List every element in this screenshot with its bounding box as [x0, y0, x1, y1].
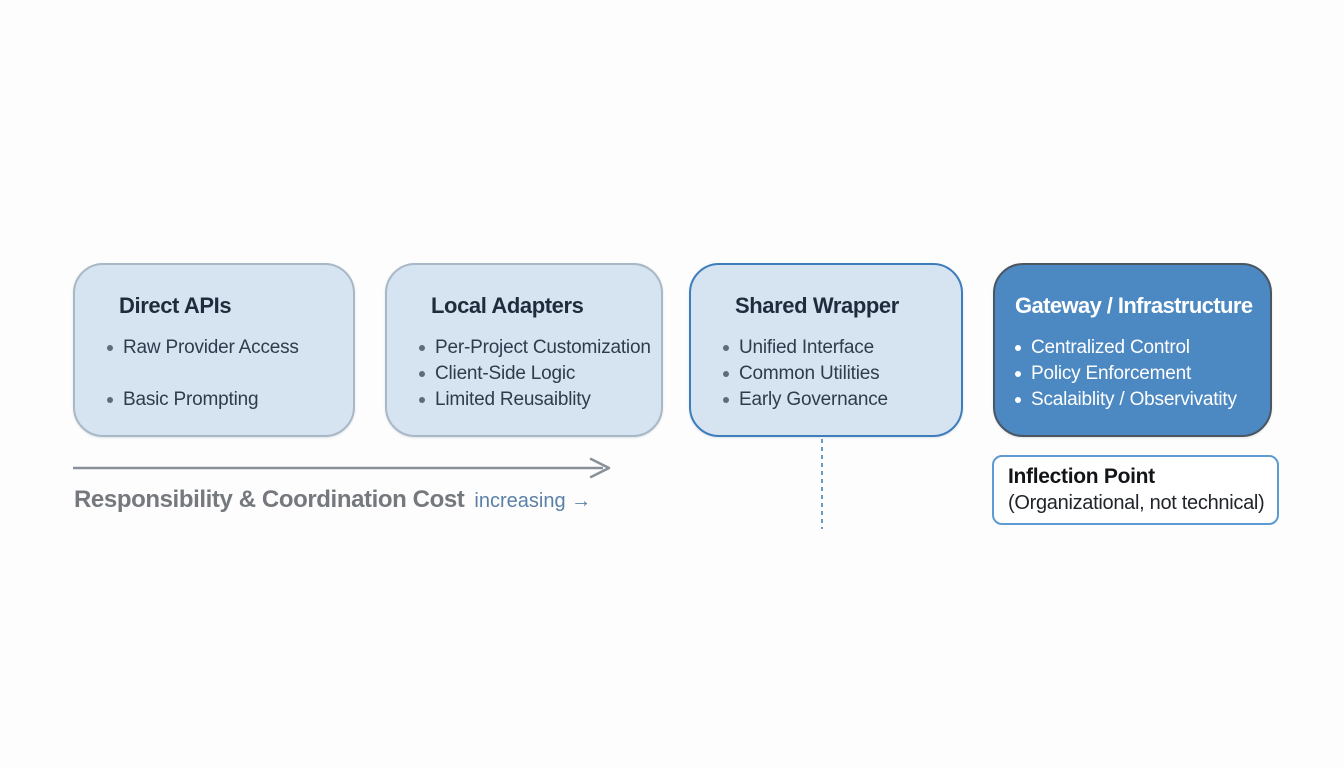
cost-axis-label: Responsibility & Coordination Cost: [74, 486, 465, 513]
stage-bullet: Common Utilities: [723, 361, 943, 387]
stage-card-gateway-infrastructure: Gateway / Infrastructure Centralized Con…: [993, 263, 1272, 437]
stage-bullet: Per-Project Customization: [419, 335, 651, 361]
cost-axis-arrow-icon: [73, 457, 611, 479]
stage-bullet: Client-Side Logic: [419, 361, 643, 387]
stage-bullet-list: Raw Provider Access Basic Prompting: [107, 335, 335, 413]
stage-bullet: Scalaiblity / Observivatity: [1015, 387, 1252, 413]
inflection-callout: Inflection Point (Organizational, not te…: [992, 455, 1279, 525]
stage-title: Local Adapters: [431, 293, 584, 318]
stage-bullet: Unified Interface: [723, 335, 943, 361]
inflection-subtitle: (Organizational, not technical): [1008, 492, 1265, 514]
stage-title: Gateway / Infrastructure: [1015, 293, 1253, 318]
stage-bullet: Policy Enforcement: [1015, 361, 1252, 387]
cost-axis-caption: Responsibility & Coordination Cost incre…: [74, 486, 591, 514]
stage-bullet-list: Centralized Control Policy Enforcement S…: [1015, 335, 1252, 413]
dashed-connector: [821, 439, 823, 529]
stage-bullet: Centralized Control: [1015, 335, 1252, 361]
stage-title: Direct APIs: [119, 293, 232, 318]
stage-title: Shared Wrapper: [735, 293, 899, 318]
stage-bullet-list: Per-Project Customization Client-Side Lo…: [419, 335, 651, 413]
stage-bullet-list: Unified Interface Common Utilities Early…: [723, 335, 943, 413]
stage-card-local-adapters: Local Adapters Per-Project Customization…: [385, 263, 663, 437]
inflection-title: Inflection Point: [1008, 465, 1155, 488]
cost-axis-increasing-label: increasing →: [474, 490, 592, 512]
stage-card-shared-wrapper: Shared Wrapper Unified Interface Common …: [689, 263, 963, 437]
stage-card-direct-apis: Direct APIs Raw Provider Access Basic Pr…: [73, 263, 355, 437]
stage-bullet: Raw Provider Access: [107, 335, 335, 361]
stage-bullet: Limited Reusaiblity: [419, 387, 643, 413]
stage-bullet: Early Governance: [723, 387, 943, 413]
stage-bullet: Basic Prompting: [107, 387, 335, 413]
